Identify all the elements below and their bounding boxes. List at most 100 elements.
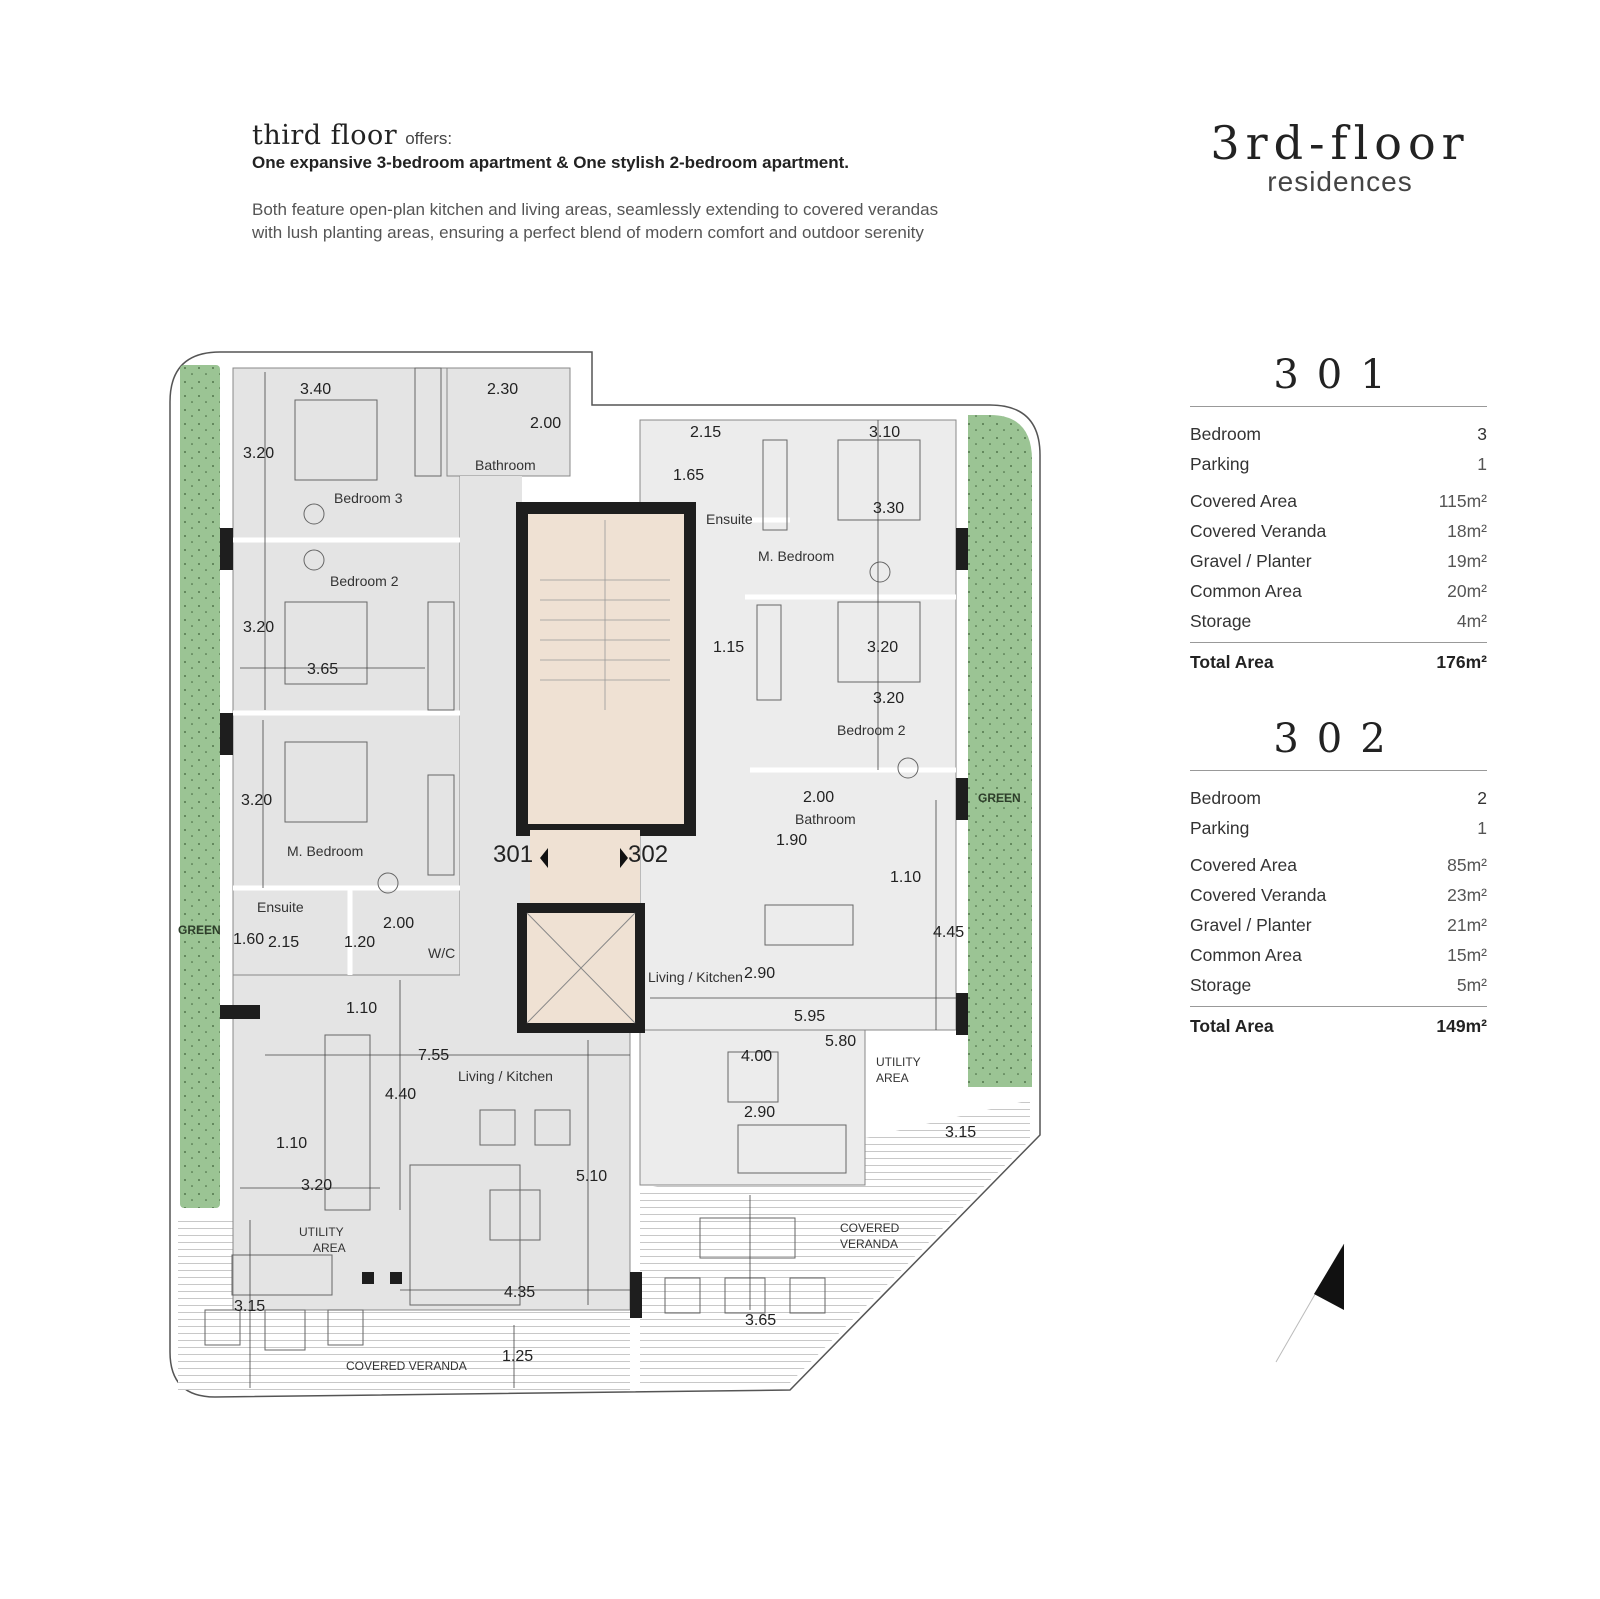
unit-title: 301 (1190, 352, 1487, 407)
dimension-label: 3.15 (234, 1298, 265, 1315)
room-label: M. Bedroom (758, 548, 834, 564)
floor-302-living (639, 1029, 866, 1186)
logo-main: 3rd-floor (1210, 116, 1470, 170)
room-label: Ensuite (257, 899, 304, 915)
dimension-label: 3.20 (243, 445, 274, 462)
dimension-label: 2.90 (744, 965, 775, 982)
dimension-label: 3.40 (300, 381, 331, 398)
description-line: Both feature open-plan kitchen and livin… (252, 200, 939, 219)
room-label: Bedroom 3 (334, 490, 403, 506)
room-label: W/C (428, 945, 455, 961)
unit-title: 302 (1190, 716, 1487, 771)
dimension-label: 2.00 (803, 789, 834, 806)
dimension-label: 7.55 (418, 1047, 449, 1064)
dimension-label: 4.45 (933, 924, 964, 941)
dimension-label: 2.90 (744, 1104, 775, 1121)
dimension-label: 2.00 (383, 915, 414, 932)
entrance-arrow-icon (540, 848, 548, 868)
dimension-label: 3.15 (945, 1124, 976, 1141)
dimension-label: 1.25 (502, 1348, 533, 1365)
dimension-label: 1.10 (276, 1135, 307, 1152)
north-arrow-icon (1275, 1243, 1345, 1363)
description-line: with lush planting areas, ensuring a per… (252, 223, 924, 242)
core-landing (530, 830, 640, 908)
logo: 3rd-floor residences (1205, 118, 1475, 196)
dimension-label: 4.00 (741, 1048, 772, 1065)
dimension-label: 1.15 (713, 639, 744, 656)
dimension-label: 1.60 (233, 931, 264, 948)
unit-label-301: 301 (493, 841, 533, 868)
dimension-label: 4.40 (385, 1086, 416, 1103)
dimension-label: 2.15 (690, 424, 721, 441)
unit-label-302: 302 (628, 841, 668, 868)
intro-title-suffix: offers: (405, 129, 453, 148)
dimension-label: 5.95 (794, 1008, 825, 1025)
room-label: AREA (876, 1071, 909, 1085)
room-label: COVERED (840, 1221, 900, 1235)
intro-subtitle: One expansive 3-bedroom apartment & One … (252, 153, 850, 172)
dimension-label: 5.10 (576, 1168, 607, 1185)
room-label: M. Bedroom (287, 843, 363, 859)
room-label: Bathroom (475, 457, 536, 473)
dimension-label: 3.20 (867, 639, 898, 656)
dimension-label: 2.15 (268, 934, 299, 951)
room-label: UTILITY (876, 1055, 921, 1069)
room-label: Living / Kitchen (458, 1068, 553, 1084)
dimension-label: 3.20 (873, 690, 904, 707)
dimension-label: 3.65 (745, 1312, 776, 1329)
room-label: GREEN (178, 923, 221, 937)
dimension-label: 2.00 (530, 415, 561, 432)
floor-301-rooms (232, 367, 461, 976)
dimension-label: 1.65 (673, 467, 704, 484)
dimension-label: 1.10 (346, 1000, 377, 1017)
entrance-arrow-icon (620, 848, 628, 868)
dimension-label: 1.20 (344, 934, 375, 951)
dimension-label: 3.30 (873, 500, 904, 517)
dimension-label: 3.65 (307, 661, 338, 678)
logo-sub: residences (1267, 166, 1413, 197)
dimension-label: 2.30 (487, 381, 518, 398)
room-label: AREA (313, 1241, 346, 1255)
dimension-label: 5.80 (825, 1033, 856, 1050)
room-label: Bathroom (795, 811, 856, 827)
stair-core (516, 502, 696, 836)
green-planter-left (180, 365, 220, 1208)
floor-301-bath (446, 367, 571, 477)
dimension-label: 4.35 (504, 1284, 535, 1301)
dimension-label: 3.10 (869, 424, 900, 441)
dimension-label: 1.90 (776, 832, 807, 849)
room-label: VERANDA (840, 1237, 898, 1251)
dimension-label: 1.10 (890, 869, 921, 886)
room-label: Bedroom 2 (837, 722, 906, 738)
dimension-label: 3.20 (243, 619, 274, 636)
room-label: Ensuite (706, 511, 753, 527)
intro-description: Both feature open-plan kitchen and livin… (252, 198, 1012, 244)
room-label: Living / Kitchen (648, 969, 743, 985)
room-label: GREEN (978, 791, 1021, 805)
green-planter-right (968, 415, 1032, 1087)
dimension-label: 3.20 (301, 1177, 332, 1194)
dimension-label: 3.20 (241, 792, 272, 809)
room-label: COVERED VERANDA (346, 1359, 467, 1373)
room-label: UTILITY (299, 1225, 344, 1239)
